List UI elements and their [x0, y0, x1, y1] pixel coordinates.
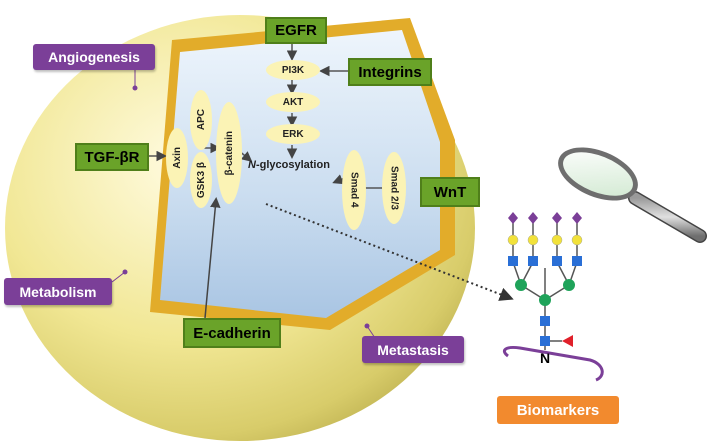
integrins-label: Integrins	[348, 58, 432, 86]
pi3k-label: PI3K	[281, 64, 305, 76]
smad23-node: Smad 2/3	[382, 152, 406, 224]
glycan-n-label: N	[540, 350, 551, 366]
smad23-label: Smad 2/3	[388, 166, 400, 210]
bcatenin-label: β-catenin	[223, 130, 235, 176]
akt-label: AKT	[282, 96, 304, 108]
egfr-label: EGFR	[265, 17, 327, 44]
apc-label: APC	[195, 109, 207, 131]
pi3k-node: PI3K	[266, 60, 320, 80]
n-glycosylation-label: N-glycosylation	[248, 159, 330, 171]
gsk3b-node: GSK3 β	[190, 152, 212, 208]
bcatenin-node: β-catenin	[216, 102, 242, 204]
wnt-label: WnT	[420, 177, 480, 207]
axin-label: Axin	[171, 147, 183, 169]
akt-node: AKT	[266, 92, 320, 112]
tgf-beta-r-label: TGF-βR	[75, 143, 149, 171]
metabolism-label: Metabolism	[4, 278, 112, 305]
erk-label: ERK	[282, 128, 304, 140]
smad4-node: Smad 4	[342, 150, 366, 230]
erk-node: ERK	[266, 124, 320, 144]
magnifier-icon	[558, 147, 707, 243]
apc-node: APC	[190, 90, 212, 150]
n-glycosylation-italic: N	[248, 159, 256, 171]
gsk3b-label: GSK3 β	[195, 161, 207, 199]
axin-node: Axin	[166, 128, 188, 188]
e-cadherin-label: E-cadherin	[183, 318, 281, 348]
n-glycosylation-rest: -glycosylation	[255, 159, 330, 171]
smad4-label: Smad 4	[348, 172, 360, 208]
glycan-icon	[503, 212, 604, 382]
angiogenesis-label: Angiogenesis	[33, 44, 155, 70]
biomarkers-label: Biomarkers	[497, 396, 619, 424]
metastasis-label: Metastasis	[362, 336, 464, 363]
